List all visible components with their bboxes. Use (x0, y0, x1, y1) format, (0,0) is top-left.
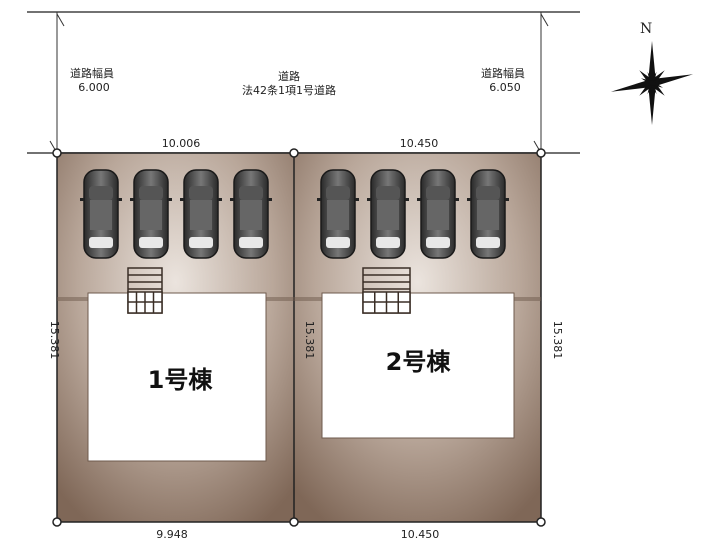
compass: N (610, 21, 694, 125)
dimension-side-left: 15.381 (48, 321, 61, 360)
compass-star-icon (610, 41, 694, 125)
north-label: N (640, 21, 652, 37)
boundary-marker (536, 148, 546, 158)
dimension-side-right: 15.381 (551, 321, 564, 360)
boundary-marker (289, 148, 299, 158)
entrance-steps-icon (362, 267, 411, 314)
parking-area (80, 169, 509, 259)
dimension-top-right: 10.450 (400, 137, 439, 150)
car-icon (180, 169, 222, 259)
road-width-value-left: 6.000 (78, 81, 110, 94)
boundary-marker (536, 517, 546, 527)
dimension-top-left: 10.006 (162, 137, 201, 150)
dimension-bottom-right: 10.450 (401, 528, 440, 541)
road-label: 道路 (278, 69, 300, 83)
car-icon (467, 169, 509, 259)
arrow-tick (540, 13, 549, 27)
road: 道路幅員 6.000 道路 法42条1項1号道路 道路幅員 6.050 (27, 11, 580, 154)
dimension-side-middle: 15.381 (303, 321, 316, 360)
boundary-marker (289, 517, 299, 527)
car-icon (80, 169, 122, 259)
boundary-marker (52, 517, 62, 527)
car-icon (317, 169, 359, 259)
road-law-classification: 法42条1項1号道路 (242, 83, 336, 97)
entrance-steps (127, 267, 411, 314)
building-2 (321, 292, 515, 439)
boundary-markers (52, 148, 546, 527)
dimension-bottom-left: 9.948 (156, 528, 188, 541)
building-1 (87, 292, 267, 462)
building-2-label: 2号棟 (386, 348, 452, 376)
car-icon (130, 169, 172, 259)
boundary-marker (52, 148, 62, 158)
road-width-value-right: 6.050 (489, 81, 521, 94)
arrow-tick (56, 13, 65, 27)
car-icon (367, 169, 409, 259)
building-1-label: 1号棟 (148, 366, 214, 394)
car-icon (417, 169, 459, 259)
road-width-label-left: 道路幅員 (70, 66, 114, 80)
site-boundary (56, 152, 542, 523)
car-icon (230, 169, 272, 259)
entrance-steps-icon (127, 267, 163, 314)
road-width-label-right: 道路幅員 (481, 66, 525, 80)
